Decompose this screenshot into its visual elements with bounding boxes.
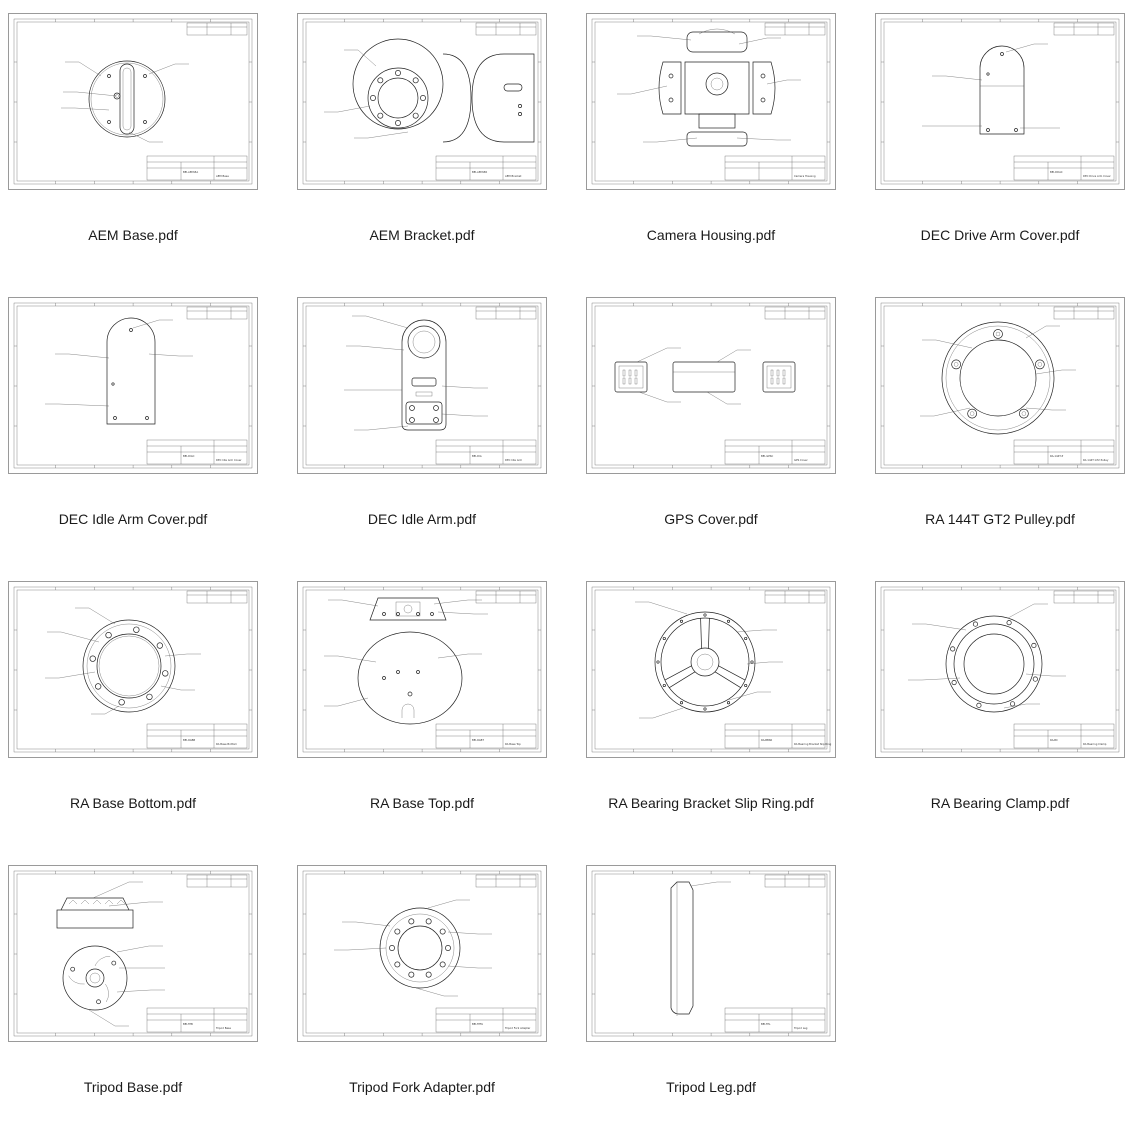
technical-drawing: Camera Housing [591, 18, 831, 185]
title-block-label: AEM Bracket [505, 174, 521, 178]
file-name-label[interactable]: AEM Base.pdf [88, 227, 178, 243]
file-name-label[interactable]: Tripod Base.pdf [83, 1079, 183, 1095]
title-block-label: DEC Drive Arm Cover [1083, 174, 1112, 178]
title-block-label: AEM Base [216, 174, 229, 178]
title-block-part-number: BEI-TPFA [472, 1022, 483, 1026]
pdf-thumbnail[interactable]: DEC Drive Arm Cover BEI-DDAC [875, 13, 1125, 190]
pdf-thumbnail[interactable]: DEC Idle Arm BEI-DIA [297, 297, 547, 474]
file-name-label[interactable]: DEC Idle Arm Cover.pdf [58, 511, 208, 527]
pdf-thumbnail[interactable]: Tripod Leg BEI-TPL [586, 865, 836, 1042]
title-block-part-number: BEI-TPB [183, 1022, 193, 1026]
title-block-part-number: RA-BBSR [761, 738, 772, 742]
file-item[interactable]: RA Base Bottom BEI-RABB RA Base Bottom.pdf [4, 568, 293, 852]
pdf-thumbnail[interactable]: GPS Cover BEI-GPSC [586, 297, 836, 474]
title-block-part-number: BEI-TPL [761, 1022, 771, 1026]
file-name-label[interactable]: RA Base Top.pdf [369, 795, 475, 811]
file-name-label[interactable]: Tripod Fork Adapter.pdf [349, 1079, 495, 1095]
title-block-label: RA Base Bottom [216, 742, 237, 746]
pdf-thumbnail[interactable]: RA Base Top BEI-RABT [297, 581, 547, 758]
title-block-part-number: BEI-DIAC [183, 454, 195, 458]
title-block-part-number: BEI-AEM-BR [472, 170, 487, 174]
file-name-label[interactable]: Tripod Leg.pdf [666, 1079, 756, 1095]
title-block-part-number: BEI-RABB [183, 738, 195, 742]
file-item[interactable]: RA Bearing Clamp RA-BC RA Bearing Clamp.pd… [871, 568, 1136, 852]
title-block-part-number: BEI-DIA [472, 454, 482, 458]
technical-drawing: DEC Idle Arm BEI-DIA [302, 302, 542, 469]
technical-drawing: GPS Cover BEI-GPSC [591, 302, 831, 469]
title-block-part-number: BEI-RABT [472, 738, 484, 742]
title-block-part-number: BEI-DDAC [1050, 170, 1063, 174]
title-block-label: RA Bearing Clamp [1083, 742, 1107, 746]
title-block-part-number: RA-BC [1050, 738, 1058, 742]
pdf-thumbnail[interactable]: RA Bearing Bracket Slip Ring RA-BBSR [586, 581, 836, 758]
title-block-label: RA Base Top [505, 742, 521, 746]
title-block-label: RA 144T GT2 Pulley [1083, 458, 1109, 462]
pdf-thumbnail[interactable]: RA Bearing Clamp RA-BC [875, 581, 1125, 758]
technical-drawing: RA Bearing Clamp RA-BC [880, 586, 1120, 753]
pdf-thumbnail[interactable]: RA 144T GT2 Pulley RA-144T-P [875, 297, 1125, 474]
title-block-label: GPS Cover [794, 458, 809, 462]
file-name-label[interactable]: Camera Housing.pdf [646, 227, 776, 243]
file-name-label[interactable]: RA Bearing Clamp.pdf [930, 795, 1070, 811]
technical-drawing: RA Base Bottom BEI-RABB [13, 586, 253, 753]
pdf-thumbnail[interactable]: AEM Base BEI-AEM-BA [8, 13, 258, 190]
technical-drawing: RA Base Top BEI-RABT [302, 586, 542, 753]
technical-drawing: AEM Base BEI-AEM-BA [13, 18, 253, 185]
file-name-label[interactable]: RA 144T GT2 Pulley.pdf [925, 511, 1075, 527]
technical-drawing: Tripod Leg BEI-TPL [591, 870, 831, 1037]
technical-drawing: Tripod Fork Adapter BEI-TPFA [302, 870, 542, 1037]
title-block-label: Camera Housing [794, 174, 816, 178]
file-item[interactable]: AEM Base BEI-AEM-BA AEM Base.pdf [4, 0, 293, 284]
title-block-label: Tripod Fork Adapter [505, 1026, 531, 1030]
pdf-thumbnail[interactable]: AEM Bracket BEI-AEM-BR [297, 13, 547, 190]
title-block-label: DEC Idle Arm Cover [216, 458, 242, 462]
title-block-label: Tripod Base [216, 1026, 231, 1030]
file-name-label[interactable]: RA Base Bottom.pdf [69, 795, 197, 811]
title-block-part-number: BEI-GPSC [761, 454, 773, 458]
technical-drawing: DEC Idle Arm Cover BEI-DIAC [13, 302, 253, 469]
title-block-part-number: RA-144T-P [1050, 454, 1064, 458]
technical-drawing: AEM Bracket BEI-AEM-BR [302, 18, 542, 185]
file-name-label[interactable]: AEM Bracket.pdf [369, 227, 475, 243]
pdf-thumbnail[interactable]: DEC Idle Arm Cover BEI-DIAC [8, 297, 258, 474]
title-block-label: DEC Idle Arm [505, 458, 523, 462]
title-block-label: Tripod Leg [794, 1026, 808, 1030]
title-block-part-number: BEI-AEM-BA [183, 170, 198, 174]
file-item[interactable]: DEC Idle Arm BEI-DIA DEC Idle Arm.pdf [293, 284, 582, 568]
file-item[interactable]: RA Base Top BEI-RABT RA Base Top.pdf [293, 568, 582, 852]
file-name-label[interactable]: RA Bearing Bracket Slip Ring.pdf [608, 795, 814, 811]
technical-drawing: RA Bearing Bracket Slip Ring RA-BBSR [591, 586, 832, 753]
technical-drawing: RA 144T GT2 Pulley RA-144T-P [880, 302, 1120, 469]
pdf-thumbnail[interactable]: RA Base Bottom BEI-RABB [8, 581, 258, 758]
pdf-thumbnail[interactable]: Tripod Fork Adapter BEI-TPFA [297, 865, 547, 1042]
technical-drawing: Tripod Base BEI-TPB [13, 870, 253, 1037]
file-name-label[interactable]: DEC Idle Arm.pdf [367, 511, 477, 527]
file-name-label[interactable]: DEC Drive Arm Cover.pdf [920, 227, 1080, 243]
file-item[interactable]: Tripod Leg BEI-TPL Tripod Leg.pdf [582, 852, 871, 1136]
pdf-thumbnail[interactable]: Camera Housing [586, 13, 836, 190]
title-block-label: RA Bearing Bracket Slip Ring [794, 742, 832, 746]
file-item[interactable]: Tripod Base BEI-TPB Tripod Base.pdf [4, 852, 293, 1136]
file-item[interactable]: GPS Cover BEI-GPSC GPS Cover.pdf [582, 284, 871, 568]
technical-drawing: DEC Drive Arm Cover BEI-DDAC [880, 18, 1120, 185]
file-item[interactable]: AEM Bracket BEI-AEM-BR AEM Bracket.pdf [293, 0, 582, 284]
pdf-thumbnail[interactable]: Tripod Base BEI-TPB [8, 865, 258, 1042]
file-name-label[interactable]: GPS Cover.pdf [664, 511, 758, 527]
